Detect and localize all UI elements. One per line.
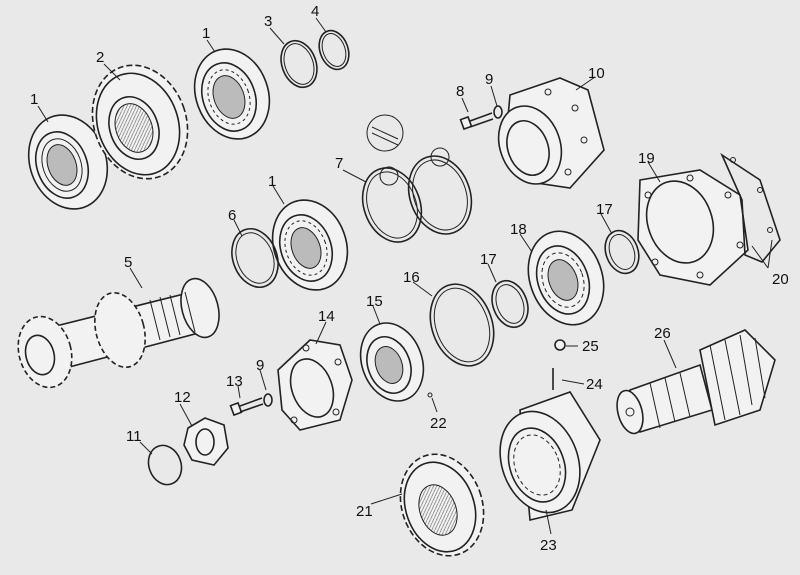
flange-part-14 [277, 339, 353, 431]
pinion-part-26 [616, 329, 776, 435]
label-26: 26 [654, 325, 671, 342]
nut-part-12 [183, 417, 229, 466]
washer-part-9-lower [263, 393, 273, 407]
shaft-part-5 [17, 277, 220, 389]
label-10: 10 [588, 65, 605, 82]
label-1-left: 1 [30, 91, 38, 108]
disc-part-11 [147, 444, 183, 486]
label-22: 22 [430, 415, 447, 432]
label-6: 6 [228, 207, 236, 224]
label-3: 3 [264, 13, 272, 30]
label-4: 4 [311, 3, 319, 20]
pin-part-22 [427, 392, 433, 398]
ring-part-17-lower [491, 279, 529, 329]
bolt-part-8 [459, 112, 494, 131]
washer-part-9-top [493, 105, 503, 119]
label-14: 14 [318, 308, 335, 325]
ring-part-17-upper [604, 229, 640, 275]
label-17-upper: 17 [596, 201, 613, 218]
ring-part-3 [280, 39, 318, 89]
gear-part-2 [91, 64, 189, 180]
label-24: 24 [586, 376, 603, 393]
label-18: 18 [510, 221, 527, 238]
ring-part-7 [361, 114, 473, 243]
bearing-part-1-center [271, 199, 349, 291]
bearing-part-1-top [193, 48, 271, 140]
bearing-part-23 [499, 391, 601, 521]
label-23: 23 [540, 537, 557, 554]
ring-part-4 [318, 29, 350, 71]
ring-part-6 [231, 228, 279, 288]
label-25: 25 [582, 338, 599, 355]
shim-part-16 [429, 283, 495, 367]
label-15: 15 [366, 293, 383, 310]
label-21: 21 [356, 503, 373, 520]
label-17-lower: 17 [480, 251, 497, 268]
housing-part-19 [637, 169, 749, 286]
label-20: 20 [772, 271, 789, 288]
label-8: 8 [456, 83, 464, 100]
gear-part-21 [399, 453, 485, 557]
gasket-part-20 [720, 152, 781, 263]
bearing-part-18 [527, 230, 605, 326]
label-9-top: 9 [485, 71, 493, 88]
housing-part-10 [497, 77, 605, 189]
label-12: 12 [174, 389, 191, 406]
label-7: 7 [335, 155, 343, 172]
label-2: 2 [96, 49, 104, 66]
label-1-top: 1 [202, 25, 210, 42]
label-13: 13 [226, 373, 243, 390]
label-11: 11 [126, 428, 142, 445]
label-5: 5 [124, 254, 132, 271]
label-19: 19 [638, 150, 655, 167]
bearing-part-15 [359, 322, 425, 402]
bolt-part-13 [229, 397, 264, 417]
label-1-center: 1 [268, 173, 276, 190]
label-16: 16 [403, 269, 420, 286]
leader-lines [37, 17, 773, 535]
nut-part-25 [554, 339, 566, 351]
label-9-lower: 9 [256, 357, 264, 374]
